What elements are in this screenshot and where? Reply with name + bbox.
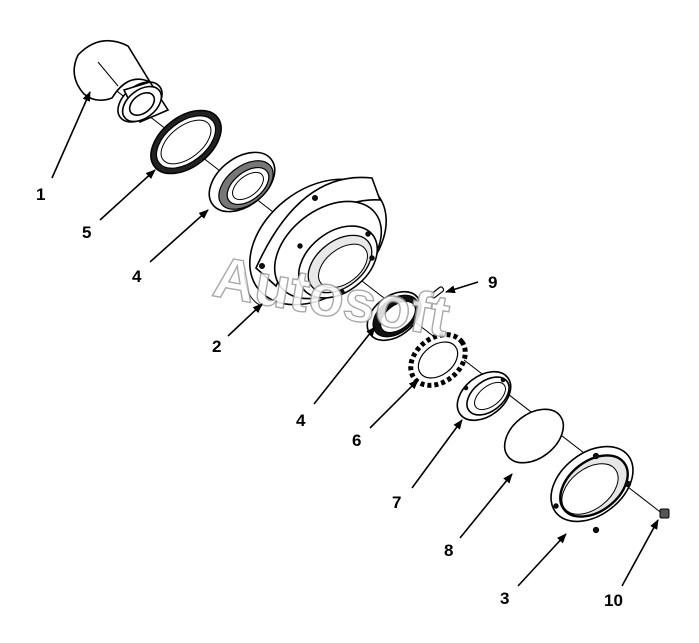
leader-5 xyxy=(99,169,156,221)
callout-4b: 4 xyxy=(296,411,306,430)
callout-7: 7 xyxy=(392,493,401,512)
part-8-cap-disc xyxy=(503,408,565,464)
callout-6: 6 xyxy=(352,431,361,450)
leader-1 xyxy=(51,91,91,179)
callout-8: 8 xyxy=(444,541,453,560)
callout-9: 9 xyxy=(488,273,497,292)
part-5-seal xyxy=(150,109,222,175)
leader-7 xyxy=(411,419,463,489)
callout-10: 10 xyxy=(604,591,623,610)
callout-labels: 1 5 4 2 9 4 6 7 8 3 10 xyxy=(36,185,623,610)
leader-lines xyxy=(51,91,659,587)
callout-3: 3 xyxy=(500,589,509,608)
part-6-lock-washer xyxy=(408,332,468,388)
part-1-shaft xyxy=(73,39,170,124)
leader-3 xyxy=(517,533,567,587)
leader-9 xyxy=(445,281,479,294)
part-10-screw xyxy=(659,508,670,519)
part-7-nut xyxy=(456,370,512,422)
leader-8 xyxy=(459,473,513,539)
leader-6 xyxy=(369,379,419,429)
leader-4a xyxy=(149,209,209,263)
leader-10 xyxy=(621,519,659,587)
part-3-cover xyxy=(550,445,634,534)
part-2-hub xyxy=(243,176,388,307)
part-9-pin xyxy=(430,286,445,299)
callout-1: 1 xyxy=(36,185,45,204)
callout-2: 2 xyxy=(212,337,221,356)
leader-2 xyxy=(227,303,263,337)
part-4-bearing-inner xyxy=(366,290,422,342)
leader-4b xyxy=(313,326,376,405)
callout-5: 5 xyxy=(82,223,91,242)
part-4-bearing-outer xyxy=(208,151,276,213)
callout-4a: 4 xyxy=(132,267,142,286)
